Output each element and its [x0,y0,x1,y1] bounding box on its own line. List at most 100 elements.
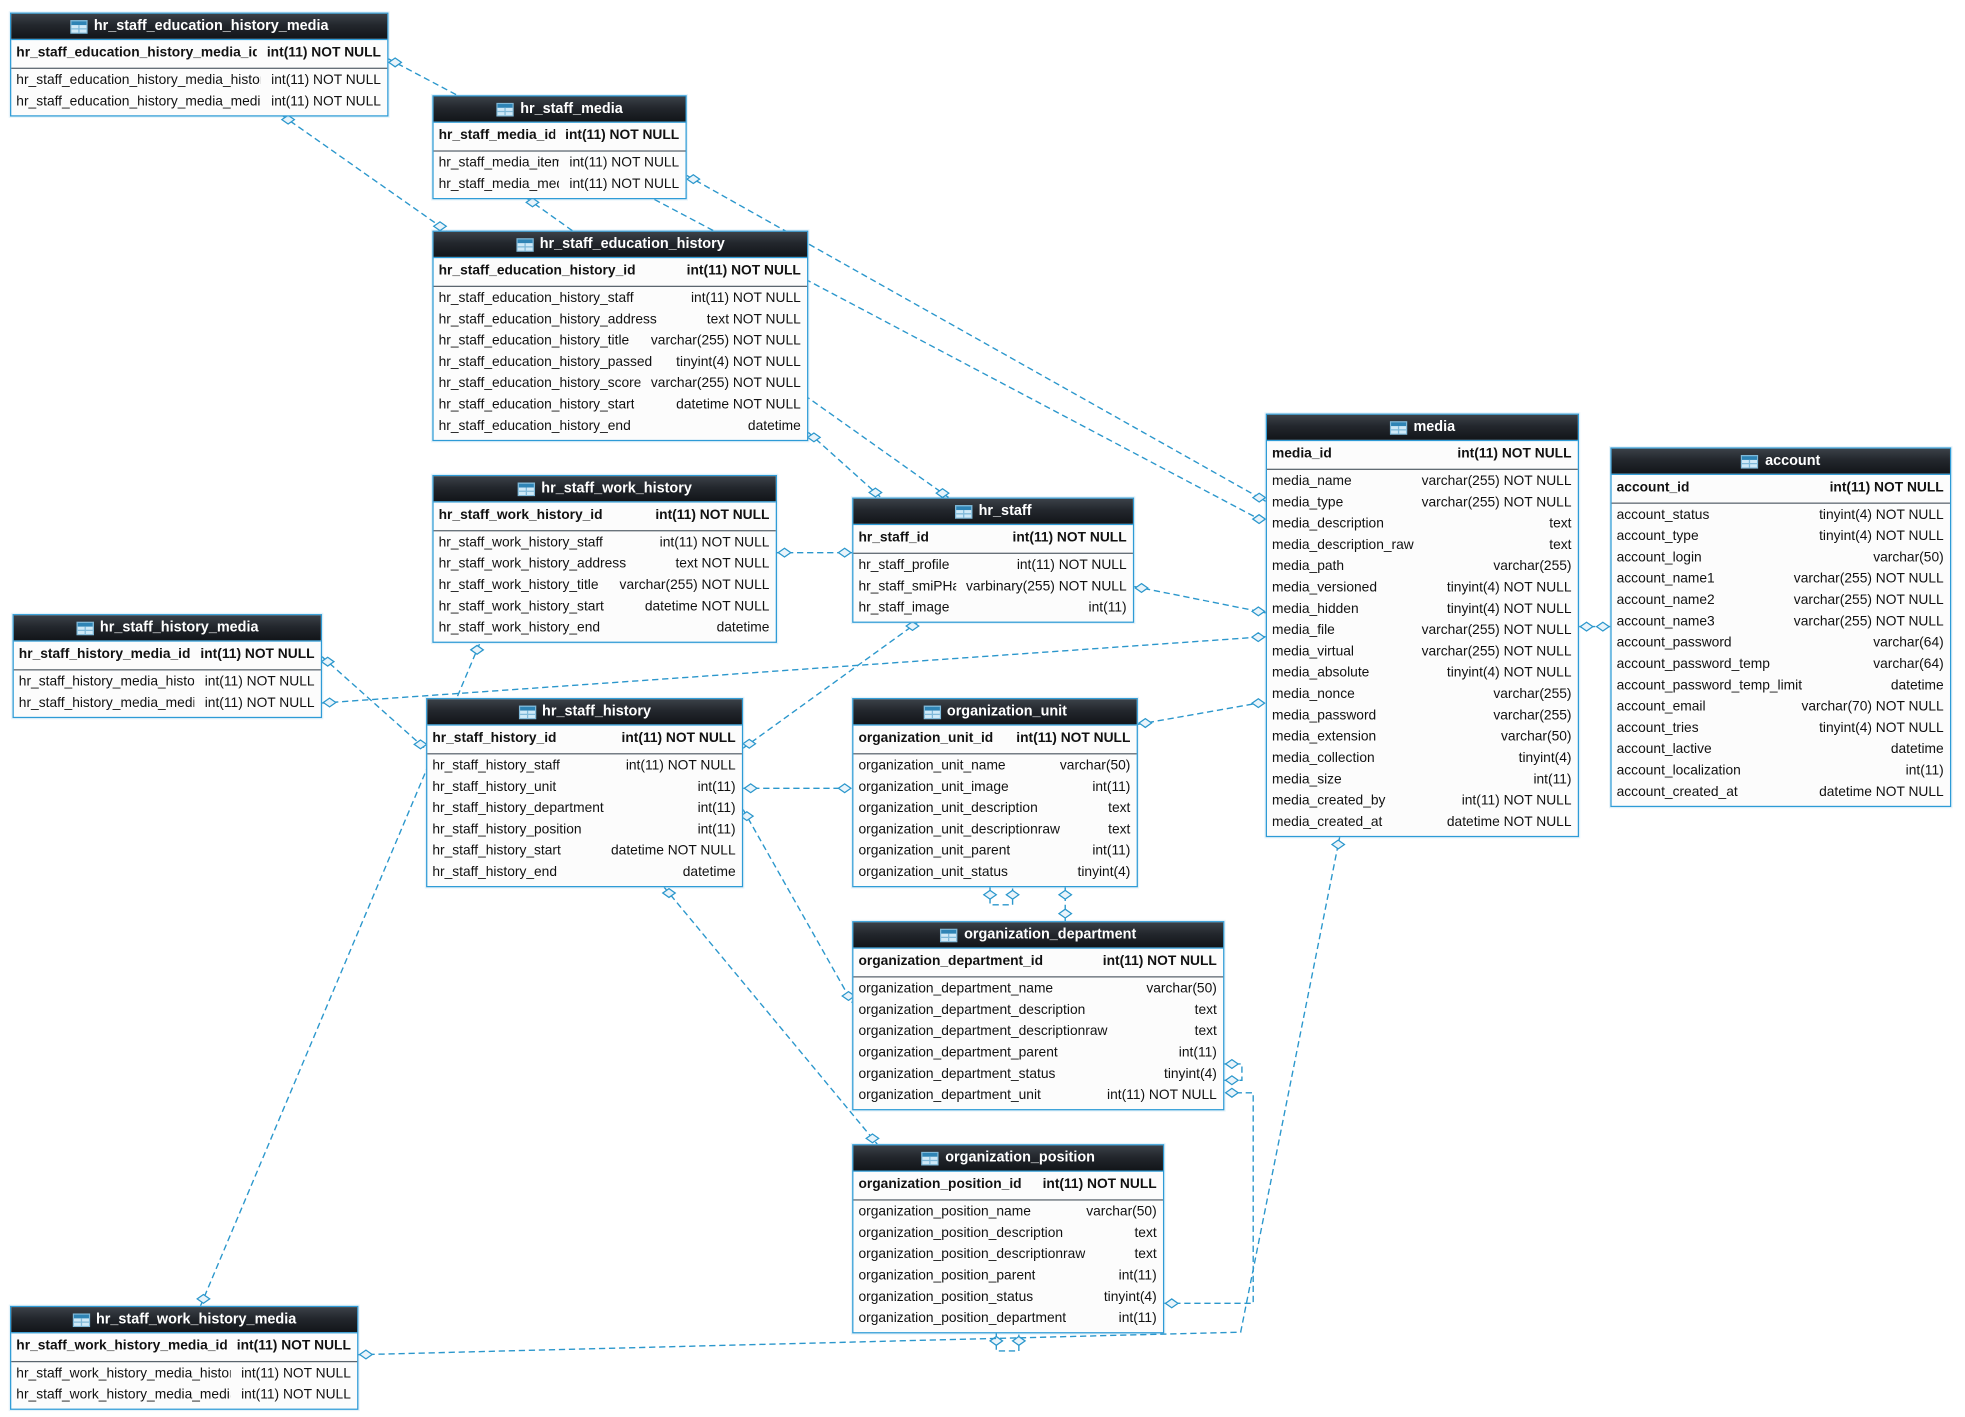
table-header[interactable]: hr_staff_media [433,96,686,123]
table-header[interactable]: hr_staff [853,498,1133,526]
table-header[interactable]: hr_staff_work_history_media [11,1307,358,1334]
table-header[interactable]: hr_staff_education_history_media [11,13,388,41]
table-header[interactable]: organization_position [853,1145,1163,1172]
relationship-fk_organization_position_department[interactable] [1164,1092,1254,1305]
relationship-fk_hr_staff_media_media[interactable] [686,174,1267,502]
relationship-fk_hr_staff_work_history_media_media[interactable] [358,837,1341,1356]
table-header[interactable]: hr_staff_history [427,699,742,726]
table-header[interactable]: organization_unit [853,699,1137,726]
relationship-fk_hr_staff_education_history_staff[interactable] [807,431,882,499]
table-header[interactable]: account [1611,448,1950,475]
table-header[interactable]: organization_department [853,922,1224,949]
relationship-fk_hr_staff_history_position[interactable] [663,886,878,1145]
table-header[interactable]: hr_staff_work_history [433,476,776,503]
column-hr_staff_smiPHash[interactable]: hr_staff_smiPHashvarbinary(255) NOT NULL [853,576,1132,597]
table-hr_staff_work_history_media[interactable]: hr_staff_work_history_media hr_staff_work… [10,1305,359,1410]
relationship-fk_hr_staff_education_history_media_history[interactable] [281,114,447,232]
relationship-fk_hr_staff_history_media_history[interactable] [321,656,427,750]
column-hr_staff_education_history_media_history[interactable]: hr_staff_education_history_media_history… [11,70,387,91]
